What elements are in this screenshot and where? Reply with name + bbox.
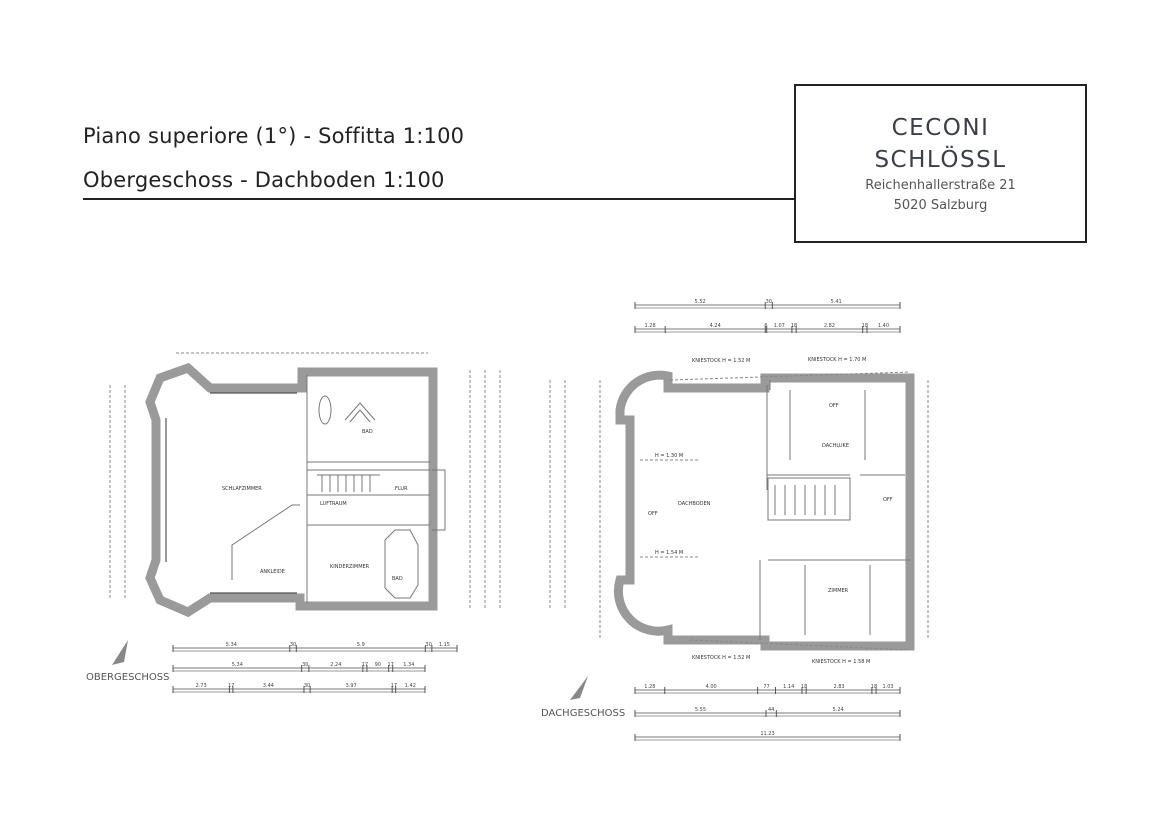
dimension-label: 5.34 (232, 662, 243, 668)
dimension-label: 1.42 (405, 683, 416, 689)
dimension-label: 30 (766, 299, 772, 305)
dimension-chain: 5.52 30 5.41 (634, 299, 901, 309)
dimension-label: 3.97 (346, 683, 357, 689)
brand-name-line2: SCHLÖSSL (874, 147, 1007, 173)
dimension-label: 2.83 (833, 684, 844, 690)
dimension-label: 1.28 (645, 323, 656, 329)
dimension-label: 17 (362, 662, 368, 668)
dimension-label: 1.15 (439, 642, 450, 648)
dimension-label: 17 (387, 662, 393, 668)
dimension-label: 90 (375, 662, 381, 668)
north-arrow-icon (112, 640, 128, 665)
dimension-label: 5.52 (695, 299, 706, 305)
label-kniestock-bottom-left: KNIESTOCK H = 1.52 M (692, 655, 750, 661)
dimension-label: 4.00 (706, 684, 717, 690)
room-label-zimmer: ZIMMER (828, 588, 849, 594)
dimension-label: 30 (425, 642, 431, 648)
label-off-3: OFF (648, 511, 658, 517)
north-arrow-icon (570, 676, 588, 700)
plan-title-obergeschoss: OBERGESCHOSS (86, 672, 169, 683)
dimension-label: 2.73 (196, 683, 207, 689)
title-underline (83, 198, 795, 200)
dimension-label: 44 (768, 707, 774, 713)
dimension-label: 1.03 (882, 684, 893, 690)
dimension-chain: 2.73 17 3.44 30 3.97 17 1.42 (172, 683, 426, 693)
room-label-luftraum: LUFTRAUM (320, 501, 347, 507)
dimension-label: 30 (302, 662, 308, 668)
dimension-label: 1.34 (403, 662, 414, 668)
dimension-label: 6 (764, 323, 767, 329)
floor-plan-obergeschoss: SCHLAFZIMMER BAD FLUR LUFTRAUM KINDERZIM… (86, 352, 566, 693)
label-off-2: OFF (883, 497, 893, 503)
dimension-label: 11.23 (760, 731, 774, 737)
dimension-label: 18 (791, 323, 797, 329)
dimension-label: 30 (290, 642, 296, 648)
dimension-chain: 5.34 30 5.9 30 1.15 (172, 642, 458, 652)
dimension-label: 5.41 (831, 299, 842, 305)
brand-name-line1: CECONI (891, 115, 990, 141)
dimension-label: 18 (862, 323, 868, 329)
dimension-label: 18 (871, 684, 877, 690)
floor-plan-dachgeschoss: KNIESTOCK H = 1.52 M KNIESTOCK H = 1.70 … (541, 299, 929, 741)
title-italian: Piano superiore (1°) - Soffitta 1:100 (83, 124, 465, 148)
room-label-dachluke: DACHLUKE (822, 443, 849, 449)
room-label-kinderzimmer: KINDERZIMMER (330, 564, 370, 570)
label-height-154: H = 1.54 M (655, 550, 683, 556)
dimension-label: 3.44 (263, 683, 274, 689)
dimension-chain: 1.28 4.24 6 1.07 18 2.82 18 1.40 (634, 323, 901, 333)
room-label-bad: BAD (362, 429, 373, 435)
dimension-label: 17 (228, 683, 234, 689)
dimension-label: 5.24 (833, 707, 844, 713)
label-kniestock-bottom-right: KNIESTOCK H = 1.58 M (812, 659, 870, 665)
brand-street: Reichenhallerstraße 21 (865, 178, 1016, 193)
dimension-chain: 11.23 (634, 731, 901, 741)
dimension-label: 1.14 (783, 684, 794, 690)
brand-city: 5020 Salzburg (893, 198, 988, 213)
title-german: Obergeschoss - Dachboden 1:100 (83, 168, 445, 192)
room-label-flur: FLUR (395, 486, 408, 492)
dimension-label: 1.40 (878, 323, 889, 329)
room-label-bad-2: BAD (392, 576, 403, 582)
room-label-dachboden: DACHBODEN (678, 501, 711, 507)
label-kniestock-top-left: KNIESTOCK H = 1.52 M (692, 358, 750, 364)
dimension-label: 5.9 (357, 642, 365, 648)
dimension-label: 30 (304, 683, 310, 689)
dimension-label: 1.07 (774, 323, 785, 329)
dimension-label: 5.55 (695, 707, 706, 713)
dimension-label: 1.28 (644, 684, 655, 690)
dimension-label: 4.24 (710, 323, 721, 329)
brand-box: CECONI SCHLÖSSL Reichenhallerstraße 21 5… (794, 84, 1087, 243)
dimension-chain: 5.34 30 2.24 17 90 17 1.34 (172, 662, 426, 672)
label-height-130: H = 1.30 M (655, 453, 683, 459)
plan-title-dachgeschoss: DACHGESCHOSS (541, 708, 625, 719)
dimension-chain: 1.28 4.00 77 1.14 18 2.83 18 1.03 (634, 684, 901, 694)
dimension-label: 5.34 (226, 642, 237, 648)
room-label-schlafzimmer: SCHLAFZIMMER (222, 486, 262, 492)
label-off-1: OFF (829, 403, 839, 409)
dimension-label: 2.24 (330, 662, 341, 668)
dimension-chain: 5.55 44 5.24 (634, 707, 901, 717)
dimension-label: 2.82 (824, 323, 835, 329)
dimension-label: 17 (391, 683, 397, 689)
dimension-label: 18 (801, 684, 807, 690)
label-kniestock-top-right: KNIESTOCK H = 1.70 M (808, 357, 866, 363)
dimension-label: 77 (763, 684, 769, 690)
room-label-ankleide: ANKLEIDE (260, 569, 285, 575)
